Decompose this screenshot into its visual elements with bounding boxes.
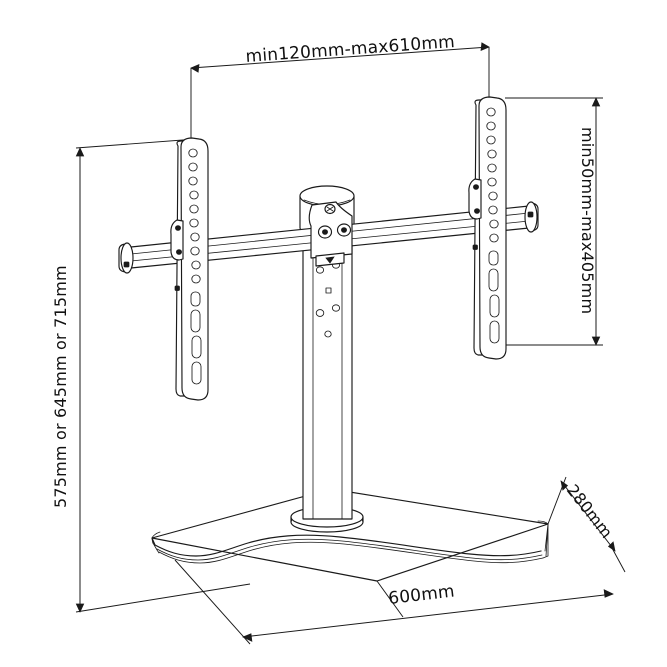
right-bracket-hole-10 bbox=[489, 233, 499, 243]
column-hole-5 bbox=[331, 304, 341, 312]
arrowhead-depth-bottom bbox=[607, 541, 616, 552]
right-cap-screw bbox=[527, 211, 534, 218]
left-bracket-slot-2 bbox=[190, 309, 201, 333]
right-bracket-hole-1 bbox=[486, 107, 496, 117]
right-bracket-slot-1 bbox=[488, 250, 499, 266]
arrowhead-depth-top bbox=[560, 480, 569, 491]
arrowhead-width-left bbox=[242, 633, 253, 642]
right-bracket-hole-7 bbox=[488, 191, 498, 201]
arrowhead-left-top bbox=[190, 63, 200, 73]
base-plate-front-wave-1 bbox=[154, 534, 542, 557]
left-cap-screw bbox=[123, 261, 130, 268]
right-bracket-knuckle-pin-top bbox=[473, 184, 479, 190]
right-bracket-hole-8 bbox=[488, 205, 498, 215]
right-bracket-knuckle-pin-bottom bbox=[474, 208, 480, 214]
arrowhead-width-right bbox=[603, 589, 614, 598]
bracket-height-dimension-label: min50mm-max405mm bbox=[578, 127, 597, 314]
right-bracket-hole-5 bbox=[487, 163, 497, 173]
left-cap-ellipse bbox=[120, 242, 134, 274]
arrowhead-left-top-v bbox=[75, 147, 85, 157]
total-height-dimension-label: 575mm or 645mm or 715mm bbox=[51, 265, 70, 508]
clamp-bolt-right-center bbox=[341, 227, 347, 233]
dim-line-top bbox=[190, 46, 490, 69]
clamp-bolt-top-cross bbox=[326, 206, 334, 212]
bracket-height-dimension bbox=[505, 97, 603, 346]
arrowhead-right-bottom-v bbox=[591, 336, 601, 346]
right-bracket-hole-3 bbox=[486, 135, 496, 145]
base-width-dimension bbox=[174, 547, 626, 645]
left-bracket-hole-2 bbox=[188, 162, 198, 172]
right-bracket-side-stud bbox=[472, 244, 478, 250]
column-body bbox=[302, 231, 353, 520]
arrowhead-left-bottom-v bbox=[75, 603, 85, 613]
total-height-dimension bbox=[75, 138, 251, 613]
dim-ext-depth-lower bbox=[376, 580, 404, 618]
crossbar-left-end-cap bbox=[118, 242, 134, 274]
left-bracket-hole-6 bbox=[189, 218, 199, 228]
bracket-spacing-dimension bbox=[190, 42, 490, 148]
right-bracket-slot-4 bbox=[489, 320, 500, 344]
base-plate-corner-left bbox=[152, 542, 160, 554]
dim-ext-left-upper bbox=[75, 138, 197, 149]
column-hole-4 bbox=[315, 309, 325, 317]
base-plate-right-corner bbox=[542, 523, 549, 559]
dim-line-depth bbox=[560, 480, 616, 552]
left-bracket-hole-1 bbox=[188, 148, 198, 158]
left-bracket-hole-7 bbox=[190, 232, 200, 242]
vertical-mounting-bracket-right bbox=[468, 96, 507, 360]
left-bracket-side-stud bbox=[174, 285, 180, 291]
right-bracket-hole-4 bbox=[487, 149, 497, 159]
base-plate-front-wave-3 bbox=[158, 541, 544, 564]
center-column-post bbox=[302, 231, 353, 520]
right-bracket-hole-2 bbox=[486, 121, 496, 131]
base-plate-rear-left-corner bbox=[151, 531, 161, 539]
base-plate-left-edge-thickness bbox=[151, 537, 156, 546]
base-plate-rear-right-corner bbox=[537, 520, 549, 525]
dim-ext-width-left bbox=[174, 559, 251, 645]
dim-ext-left-lower bbox=[75, 583, 251, 613]
column-hole-1 bbox=[315, 266, 325, 274]
left-bracket-hole-4 bbox=[189, 190, 199, 200]
left-bracket-hole-5 bbox=[189, 204, 199, 214]
vertical-mounting-bracket-left bbox=[170, 137, 209, 401]
arrowhead-right-top-v bbox=[591, 97, 601, 107]
column-clamp-assembly bbox=[308, 201, 353, 267]
left-bracket-hole-10 bbox=[191, 274, 201, 284]
base-plate-front-wave-2 bbox=[156, 538, 543, 561]
dim-line-width bbox=[242, 593, 614, 638]
right-bracket-slot-3 bbox=[489, 294, 500, 318]
column-hole-6 bbox=[324, 330, 332, 338]
column-hole-3 bbox=[325, 287, 332, 294]
left-bracket-slot-3 bbox=[191, 335, 202, 359]
right-bracket-hole-9 bbox=[489, 219, 499, 229]
dim-ext-width-right bbox=[611, 547, 626, 573]
collar-side-edges bbox=[290, 516, 364, 523]
crossbar-right-end-cap bbox=[524, 201, 539, 233]
clamp-lower-screw bbox=[325, 256, 335, 264]
left-bracket-slot-4 bbox=[191, 361, 202, 385]
left-bracket-hole-3 bbox=[188, 176, 198, 186]
left-bracket-slot-1 bbox=[190, 291, 201, 307]
left-bracket-knuckle-pin-top bbox=[175, 225, 181, 231]
arrowhead-right-top bbox=[480, 42, 490, 52]
left-bracket-hole-8 bbox=[190, 246, 200, 256]
clamp-bolt-left-center bbox=[322, 229, 328, 235]
left-bracket-hole-9 bbox=[191, 260, 201, 270]
left-bracket-knuckle-pin-bottom bbox=[176, 249, 182, 255]
base-depth-dimension bbox=[376, 476, 616, 618]
right-bracket-hole-6 bbox=[487, 177, 497, 187]
right-bracket-slot-2 bbox=[488, 268, 499, 292]
